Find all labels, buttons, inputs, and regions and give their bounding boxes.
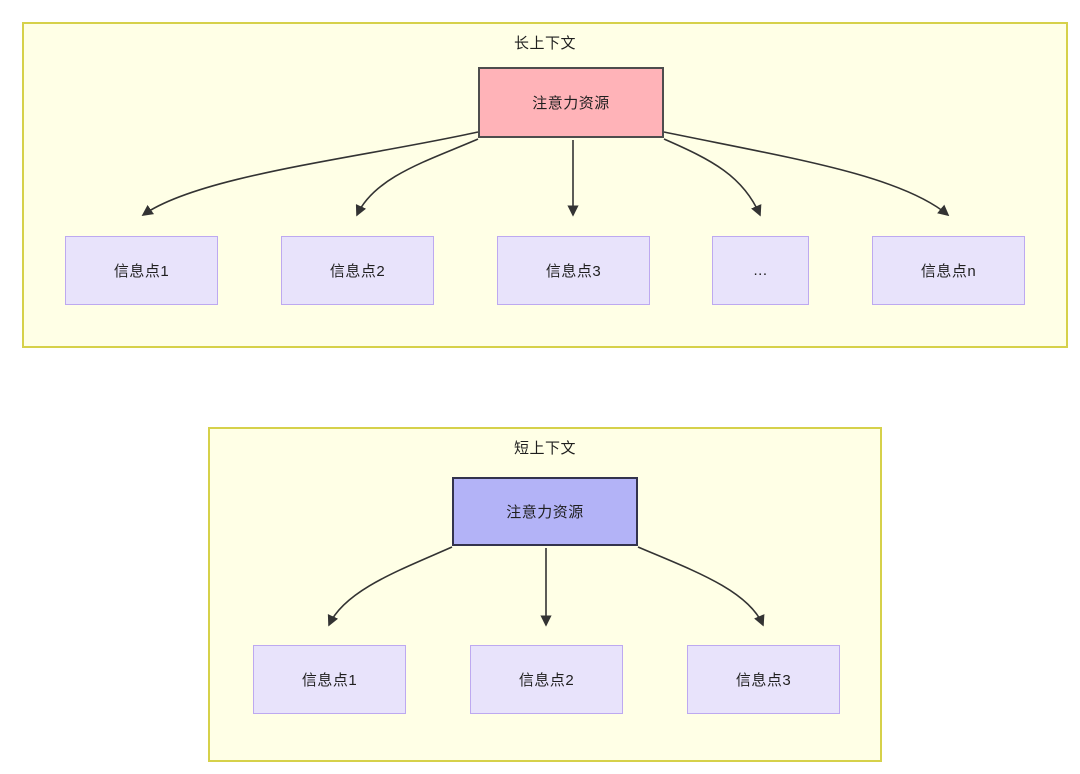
short-context-info-node-3[interactable]: 信息点3 <box>687 645 840 714</box>
node-label: 信息点3 <box>545 263 602 280</box>
long-context-title: 长上下文 <box>513 35 576 52</box>
node-label: 信息点2 <box>329 263 386 280</box>
long-context-info-node-n[interactable]: 信息点n <box>872 236 1025 305</box>
long-context-attention-resource-node[interactable]: 注意力资源 <box>478 67 664 138</box>
node-label: 信息点2 <box>518 672 575 689</box>
long-context-info-node-3[interactable]: 信息点3 <box>497 236 650 305</box>
long-context-info-node-1[interactable]: 信息点1 <box>65 236 218 305</box>
node-label: 注意力资源 <box>532 95 610 112</box>
short-context-info-node-1[interactable]: 信息点1 <box>253 645 406 714</box>
node-label: 注意力资源 <box>506 504 584 521</box>
node-label: 信息点1 <box>113 263 170 280</box>
long-context-info-node-2[interactable]: 信息点2 <box>281 236 434 305</box>
short-context-attention-resource-node[interactable]: 注意力资源 <box>452 477 638 546</box>
node-label: 信息点1 <box>301 672 358 689</box>
node-label: 信息点3 <box>735 672 792 689</box>
node-label: ... <box>753 262 768 279</box>
short-context-title: 短上下文 <box>513 440 576 457</box>
short-context-info-node-2[interactable]: 信息点2 <box>470 645 623 714</box>
node-label: 信息点n <box>920 263 977 280</box>
long-context-info-node-ellipsis[interactable]: ... <box>712 236 809 305</box>
